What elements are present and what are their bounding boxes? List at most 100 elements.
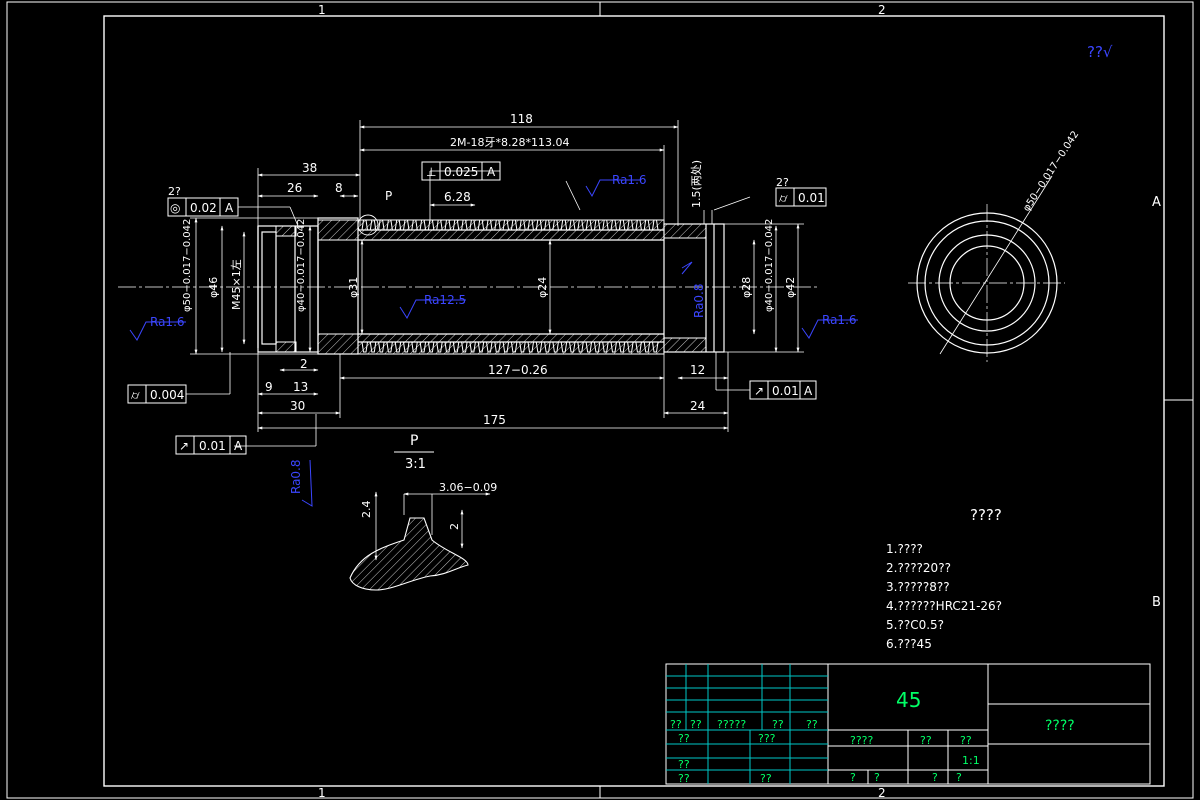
tb-cell: ?? [690,718,702,731]
dim-30: 30 [290,399,305,413]
dim-26: 26 [287,181,302,195]
svg-text:↗: ↗ [754,384,764,398]
dim-118: 118 [510,112,533,126]
svg-text:0.01: 0.01 [798,191,825,205]
roughness-r3: Ra1.6 [129,315,186,341]
dim-phi40-left: φ40−0.017−0.042 [296,219,307,312]
svg-text:2.????20??: 2.????20?? [886,561,951,575]
svg-text:A: A [225,201,234,215]
tb-cell: ?? [678,758,690,771]
dim-phi46: φ46 [207,277,220,298]
roughness-other-note: ??√ [1087,43,1113,61]
svg-text:2.4: 2.4 [360,501,373,519]
frame-concentricity: 2? ◎ 0.02 A [167,185,239,217]
dim-phi40-right: φ40−0.017−0.042 [764,219,775,312]
tb-cell: ? [956,771,962,784]
tb-cell: ?? [772,718,784,731]
zone-b: B [1152,595,1161,610]
dim-13: 13 [293,380,308,394]
title-block-grid [666,664,828,784]
svg-text:0.02: 0.02 [190,201,217,215]
tb-cell: ? [932,771,938,784]
side-view [908,175,1065,362]
svg-text:0.025: 0.025 [444,165,478,179]
svg-text:3:1: 3:1 [405,457,426,472]
dim-phi42: φ42 [784,277,797,298]
svg-text:⌭: ⌭ [131,388,140,402]
dim-175: 175 [483,413,506,427]
svg-text:↗: ↗ [179,439,189,453]
thread-teeth-bottom [361,341,659,353]
dim-phi24: φ24 [536,277,549,298]
tb-cell: ?? [760,772,772,785]
label-p: P [385,189,392,203]
dim-9: 9 [265,380,273,394]
dim-628: 6.28 [444,190,471,204]
frame-runout-right: ↗ 0.01 A [749,380,817,400]
roughness-r1: Ra1.6 [585,173,647,198]
dim-2: 2 [300,357,308,371]
dim-127: 127−0.26 [488,363,548,377]
svg-text:Ra0.8: Ra0.8 [692,283,706,318]
dim-1-5: 1.5(两处) [690,160,703,208]
roughness-r6: Ra0.8 [289,459,313,507]
svg-text:Ra1.6: Ra1.6 [612,173,647,187]
frame-cylindricity-right: 2? ⌭ 0.01 [775,176,827,207]
frame-runout-left: ↗ 0.01 A [175,435,247,455]
svg-text:3.06−0.09: 3.06−0.09 [439,481,497,494]
svg-text:⊥: ⊥ [426,165,436,179]
tb-cell: ? [874,771,880,784]
tb-cell: ????? [717,718,746,731]
tb-cell: ?? [670,718,682,731]
svg-text:A: A [487,165,496,179]
svg-text:A: A [804,384,813,398]
title-part-name: ???? [1045,718,1075,734]
tb-cell: ?? [920,734,932,747]
frame-cylindricity-left: ⌭ 0.004 [127,384,187,404]
dim-38: 38 [302,161,317,175]
dim-phi31: φ31 [347,277,360,298]
svg-text:0.01: 0.01 [772,384,799,398]
svg-text:5.??C0.5?: 5.??C0.5? [886,618,944,632]
zone-1-bottom: 1 [318,786,326,800]
thread-tooth-top [361,219,659,231]
roughness-r2: Ra12.5 [399,293,466,320]
svg-text:P: P [410,433,418,449]
tb-cell: ?? [678,772,690,785]
svg-text:◎: ◎ [170,201,180,215]
roughness-r5: Ra0.8 [681,261,706,318]
svg-text:0.01: 0.01 [199,439,226,453]
svg-text:⌭: ⌭ [779,191,788,205]
zone-1-top: 1 [318,3,326,17]
dim-m45: M45×1左 [230,259,243,310]
dimension-lines [186,120,804,447]
title-material: 45 [896,688,921,712]
tb-cell: ??? [758,732,776,745]
svg-text:3.?????8??: 3.?????8?? [886,580,950,594]
roughness-r4: Ra1.6 [801,313,858,339]
inner-border [103,15,1165,787]
thread-teeth-top [361,219,659,231]
zone-2-bottom: 2 [878,786,886,800]
frame-perpendicularity: ⊥ 0.025 A [421,161,501,181]
svg-text:4.??????HRC21-26?: 4.??????HRC21-26? [886,599,1002,613]
tb-cell: ?? [678,732,690,745]
zone-2-top: 2 [878,3,886,17]
tb-cell: ?? [960,734,972,747]
side-view-phi50: φ50−0.017−0.042 [1021,129,1081,213]
dim-24: 24 [690,399,705,413]
detail-view: P 3:1 3.06−0.09 2.4 2 [349,433,497,591]
thread-tooth-bottom [361,341,659,353]
tb-cell: ? [850,771,856,784]
title-block [665,663,1151,785]
svg-text:????: ???? [970,506,1002,524]
svg-text:Ra12.5: Ra12.5 [424,293,466,307]
tb-cell: ???? [850,734,874,747]
svg-text:Ra0.8: Ra0.8 [289,459,303,494]
dim-12: 12 [690,363,705,377]
svg-text:A: A [234,439,243,453]
technical-notes: ???? 1.???? 2.????20?? 3.?????8?? 4.????… [886,506,1002,651]
svg-text:Ra1.6: Ra1.6 [150,315,185,329]
dim-spec: 2M-18牙*8.28*113.04 [450,136,569,149]
